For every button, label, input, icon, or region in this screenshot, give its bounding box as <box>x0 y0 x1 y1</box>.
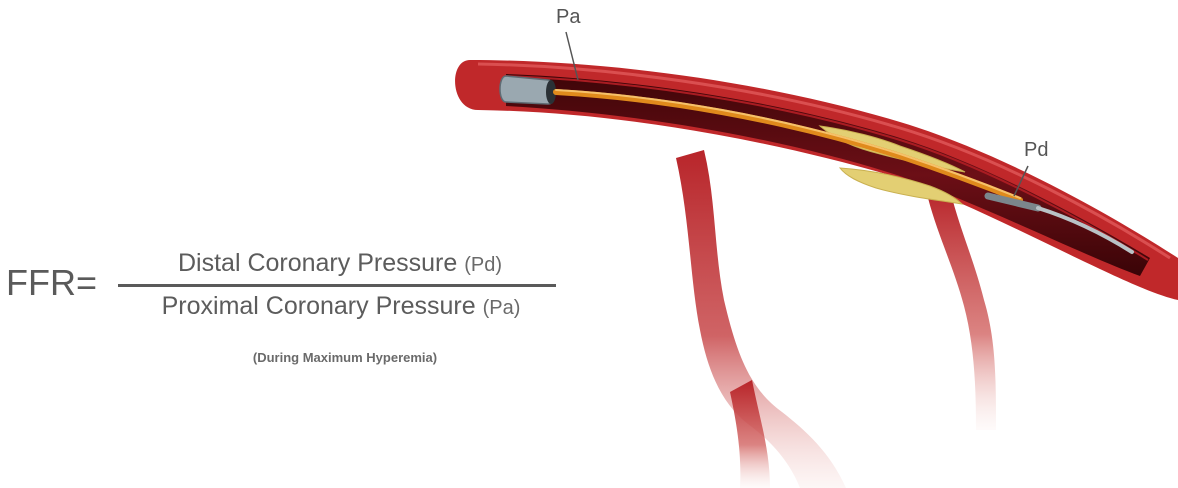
pd-callout-label: Pd <box>1024 139 1048 162</box>
numerator-abbrev: (Pd) <box>464 254 502 276</box>
ffr-symbol: FFR <box>6 262 76 303</box>
formula-numerator: Distal Coronary Pressure (Pd) <box>126 249 554 278</box>
numerator-text: Distal Coronary Pressure <box>178 249 457 277</box>
denominator-abbrev: (Pa) <box>483 297 521 319</box>
side-branch-right <box>928 190 996 430</box>
pa-callout-label: Pa <box>556 6 580 29</box>
formula-condition: (During Maximum Hyperemia) <box>130 350 560 365</box>
ffr-lhs: FFR= <box>6 262 97 304</box>
denominator-text: Proximal Coronary Pressure <box>162 292 476 320</box>
formula-denominator: Proximal Coronary Pressure (Pa) <box>118 292 564 321</box>
equals-sign: = <box>76 262 97 303</box>
fraction-bar <box>118 284 556 287</box>
